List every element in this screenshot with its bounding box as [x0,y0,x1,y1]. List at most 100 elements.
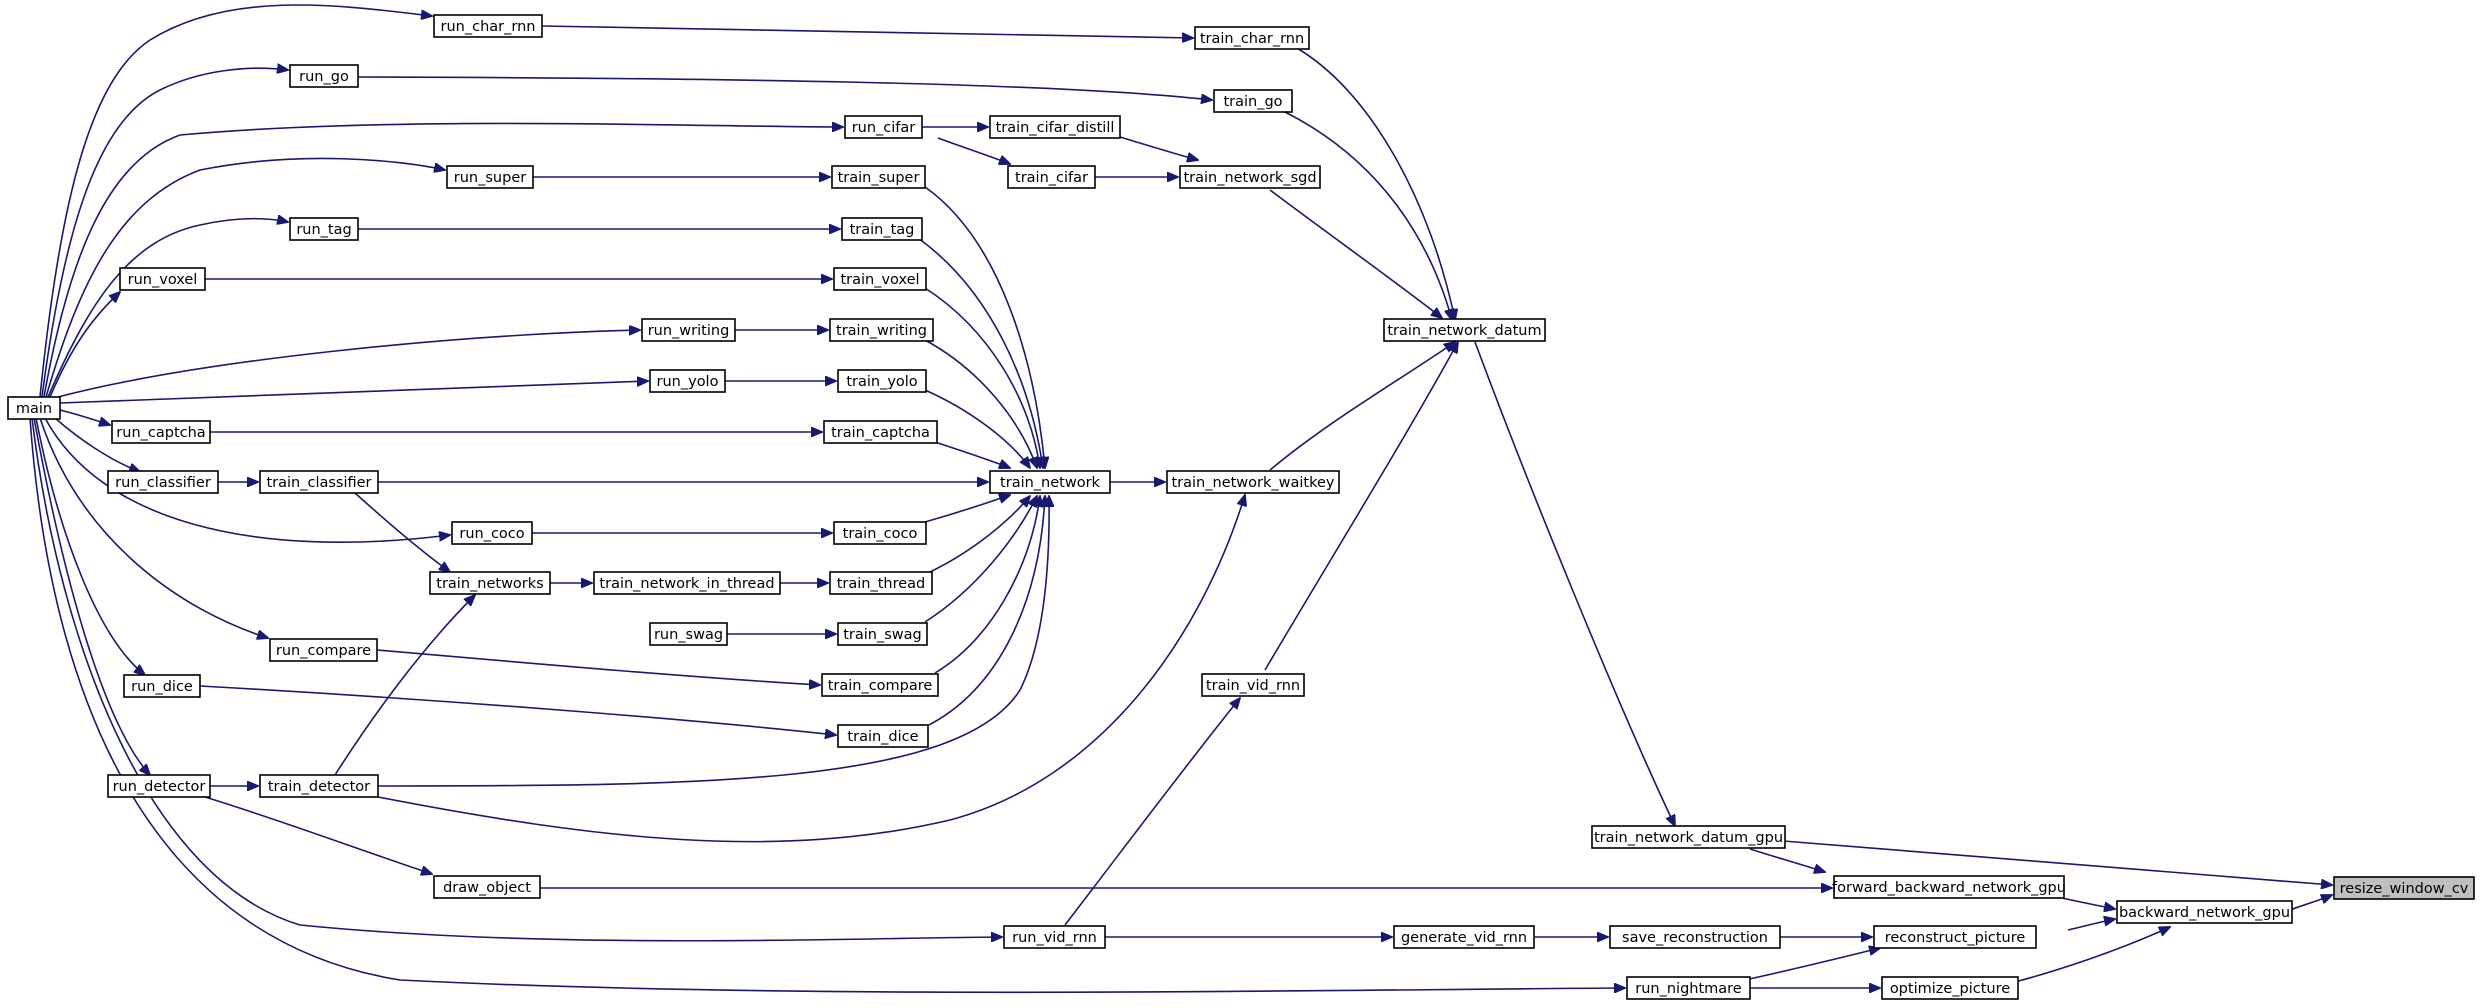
node-run-cifar[interactable]: run_cifar [844,115,923,139]
node-label: run_classifier [115,475,211,491]
node-main[interactable]: main [7,396,61,420]
node-run-dice[interactable]: run_dice [123,674,201,698]
node-train-voxel[interactable]: train_voxel [833,267,927,291]
node-label: train_network_sgd [1183,170,1316,186]
node-run-compare[interactable]: run_compare [269,638,378,662]
edge-main-run_classifier [54,417,140,472]
node-box [641,318,736,342]
node-train-networks[interactable]: train_networks [429,571,551,595]
node-run-tag[interactable]: run_tag [289,217,359,241]
edge-run_cifar-train_cifar [937,137,1010,164]
node-box [831,165,926,189]
edge-run_go-train_go [357,76,1212,100]
node-resize-window-cv[interactable]: resize_window_cv [2333,876,2475,900]
node-train-cifar[interactable]: train_cifar [1007,165,1096,189]
node-run-vid-rnn[interactable]: run_vid_rnn [1003,925,1106,949]
node-label: train_vid_rnn [1206,678,1300,694]
node-train-classifier[interactable]: train_classifier [259,470,379,494]
node-run-captcha[interactable]: run_captcha [111,420,211,444]
node-train-network-waitkey[interactable]: train_network_waitkey [1166,470,1340,494]
node-train-network-datum[interactable]: train_network_datum [1383,318,1546,342]
node-run-go[interactable]: run_go [289,64,359,88]
edge-main-run_captcha [59,409,110,425]
node-train-network-sgd[interactable]: train_network_sgd [1179,165,1321,189]
edge-train_captcha-train_network [934,441,1010,468]
node-label: train_coco [843,526,918,542]
node-run-voxel[interactable]: run_voxel [119,267,206,291]
node-box [829,318,934,342]
node-box [593,571,781,595]
edge-main-run_super [45,157,445,398]
node-train-vid-rnn[interactable]: train_vid_rnn [1201,673,1305,697]
node-train-super[interactable]: train_super [831,165,926,189]
node-optimize-picture[interactable]: optimize_picture [1881,976,2019,1000]
node-train-tag[interactable]: train_tag [841,217,923,241]
node-label: train_go [1223,94,1282,110]
node-box [259,470,379,494]
node-label: run_yolo [657,374,719,390]
node-train-captcha[interactable]: train_captcha [823,420,938,444]
edge-run_compare-train_compare [376,649,820,685]
node-label: run_super [454,170,526,186]
edge-run_vid_rnn-train_vid_rnn [1064,698,1240,926]
node-train-yolo[interactable]: train_yolo [837,369,927,393]
node-train-compare[interactable]: train_compare [821,673,939,697]
node-label: run_tag [296,222,351,238]
node-run-swag[interactable]: run_swag [649,622,728,646]
node-train-detector[interactable]: train_detector [259,774,379,798]
node-train-go[interactable]: train_go [1213,89,1293,113]
node-box [1194,26,1310,50]
node-run-detector[interactable]: run_detector [107,774,211,798]
node-label: save_reconstruction [1622,930,1768,946]
node-train-swag[interactable]: train_swag [837,622,928,646]
node-label: train_network_waitkey [1172,475,1335,491]
node-label: train_network_datum_gpu [1594,830,1783,846]
edge-main-run_tag [47,219,288,398]
node-box [1873,925,2037,949]
node-train-thread[interactable]: train_thread [829,571,933,595]
node-train-dice[interactable]: train_dice [837,724,929,748]
node-label: run_cifar [852,120,916,136]
node-forward-backward-network-gpu[interactable]: forward_backward_network_gpu [1832,875,2066,899]
node-train-network-in-thread[interactable]: train_network_in_thread [593,571,781,595]
node-draw-object[interactable]: draw_object [433,875,541,899]
node-box [1626,976,1751,1000]
edges [29,4,2332,992]
node-backward-network-gpu[interactable]: backward_network_gpu [2116,900,2293,924]
edge-main-run_dice [35,417,145,675]
edge-main-run_yolo [59,381,648,404]
node-box [446,165,534,189]
node-run-yolo[interactable]: run_yolo [649,369,726,393]
node-label: optimize_picture [1890,981,2010,997]
node-run-nightmare[interactable]: run_nightmare [1626,976,1751,1000]
node-reconstruct-picture[interactable]: reconstruct_picture [1873,925,2037,949]
node-box [1393,925,1535,949]
node-train-char-rnn[interactable]: train_char_rnn [1194,26,1310,50]
node-box [107,774,211,798]
node-run-coco[interactable]: run_coco [451,521,533,545]
node-generate-vid-rnn[interactable]: generate_vid_rnn [1393,925,1535,949]
node-label: train_network_in_thread [599,576,774,592]
node-box [1201,673,1305,697]
node-label: run_dice [131,679,193,695]
node-box [1383,318,1546,342]
node-train-cifar-distill[interactable]: train_cifar_distill [989,115,1121,139]
node-box [837,369,927,393]
node-label: train_compare [828,678,933,694]
node-run-super[interactable]: run_super [446,165,534,189]
node-save-reconstruction[interactable]: save_reconstruction [1609,925,1781,949]
node-train-network-datum-gpu[interactable]: train_network_datum_gpu [1591,825,1786,849]
node-train-coco[interactable]: train_coco [833,521,927,545]
node-train-writing[interactable]: train_writing [829,318,934,342]
node-run-char-rnn[interactable]: run_char_rnn [433,14,543,38]
node-box [837,724,929,748]
node-train-network[interactable]: train_network [989,470,1111,494]
node-box [989,470,1111,494]
node-label: run_writing [648,323,730,339]
node-box [649,622,728,646]
node-run-writing[interactable]: run_writing [641,318,736,342]
node-run-classifier[interactable]: run_classifier [107,470,219,494]
node-box [1166,470,1340,494]
node-box [289,217,359,241]
node-box [1007,165,1096,189]
